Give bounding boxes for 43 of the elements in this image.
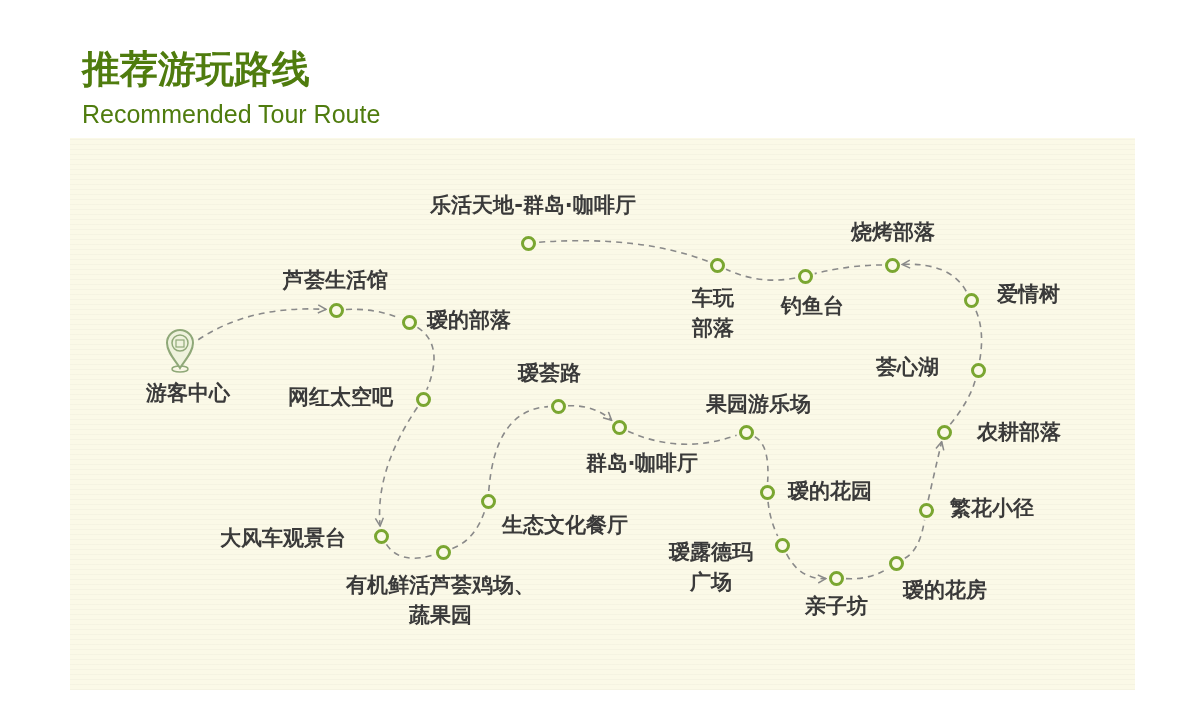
- subtitle-text: Recommended Tour Route: [82, 100, 381, 129]
- dashed-arrow: [927, 440, 945, 502]
- stop-label: 果园游乐场: [705, 391, 811, 418]
- stop-label: 瑷的花园: [788, 478, 872, 505]
- stop-label: 亲子坊: [804, 593, 868, 620]
- stop-label: 农耕部落: [977, 419, 1061, 446]
- dashed-arrow: [785, 553, 827, 584]
- stop-label: 芦荟生活馆: [282, 267, 388, 294]
- dashed-arrow: [374, 406, 419, 527]
- stop-label: 瑷荟路: [517, 360, 581, 387]
- stop-label: 爱情树: [996, 281, 1060, 308]
- stop-label: 有机鲜活芦荟鸡场、蔬果园: [344, 572, 536, 629]
- dashed-line: [487, 405, 549, 492]
- dashed-line: [725, 268, 796, 281]
- dashed-line: [451, 509, 486, 550]
- stop-label: 荟心湖: [875, 354, 939, 381]
- stop-label: 游客中心: [146, 380, 230, 407]
- stop-label: 车玩部落: [690, 285, 735, 342]
- stop-label: 网红太空吧: [287, 384, 393, 411]
- stop-label: 生态文化餐厅: [502, 512, 628, 539]
- dashed-arrow: [567, 404, 613, 422]
- stop-label: 繁花小径: [950, 495, 1034, 522]
- stop-label: 乐活天地-群岛·咖啡厅: [430, 192, 636, 219]
- dashed-line: [813, 264, 883, 275]
- dashed-arrow: [197, 304, 327, 341]
- stop-label: 钓鱼台: [780, 293, 844, 320]
- dashed-arrow: [901, 259, 967, 293]
- title-text: 推荐游玩路线: [82, 46, 310, 93]
- map-pin-icon: [165, 328, 195, 374]
- dashed-line: [385, 543, 435, 559]
- stop-label: 群岛·咖啡厅: [585, 450, 699, 477]
- stop-label: 瑷的花房: [903, 577, 987, 604]
- stop-label: 烧烤部落: [851, 219, 935, 246]
- dashed-line: [974, 308, 983, 361]
- dashed-line: [949, 378, 977, 426]
- stop-label: 瑷露德玛广场: [667, 539, 754, 596]
- stop-label: 瑷的部落: [427, 307, 511, 334]
- dashed-line: [416, 326, 435, 391]
- dashed-line: [537, 239, 709, 263]
- dashed-line: [767, 501, 779, 537]
- dashed-line: [754, 435, 769, 483]
- stop-label: 大风车观景台: [220, 525, 346, 552]
- dashed-line: [627, 430, 738, 445]
